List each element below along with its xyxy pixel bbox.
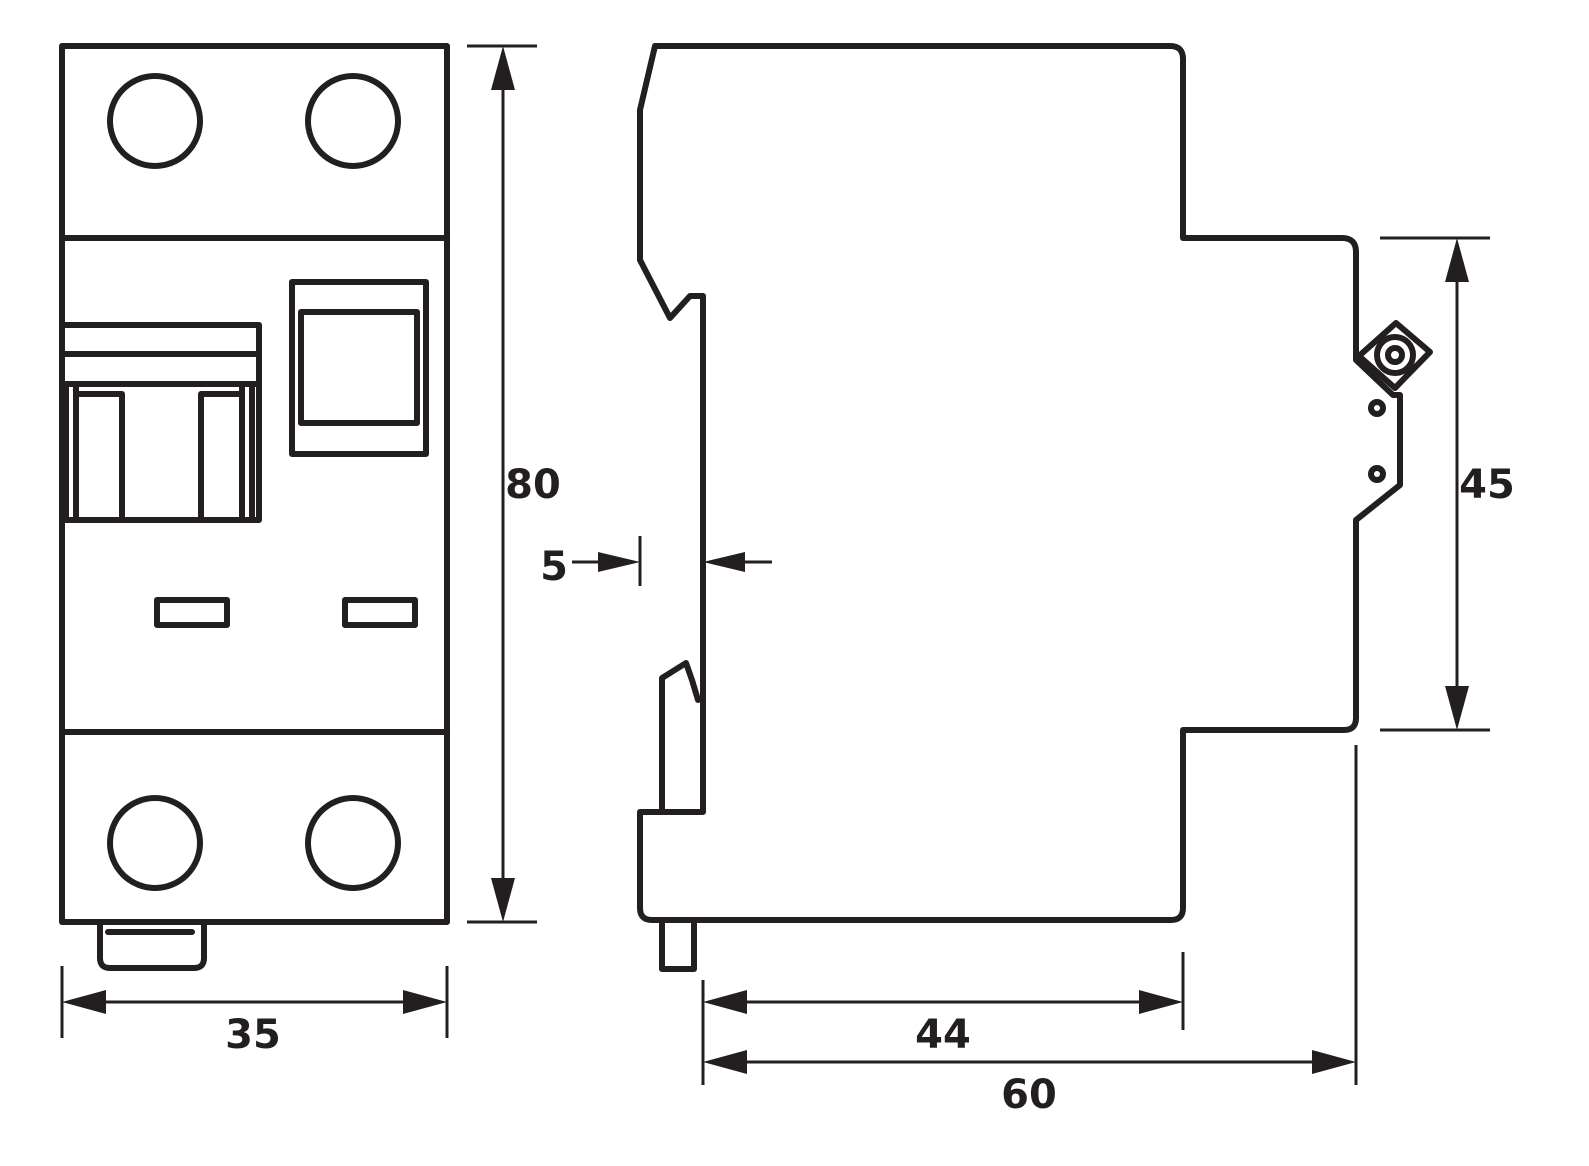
terminal-top-right: [305, 73, 401, 169]
terminal-bottom-right: [305, 795, 401, 891]
dimension-front-width: [60, 966, 449, 1038]
dimension-label-rail-gap: 5: [540, 544, 568, 590]
dimension-side-depth-total: [703, 745, 1358, 1085]
dimension-label-side-depth-mid: 44: [915, 1012, 971, 1058]
terminal-bottom-left: [107, 795, 203, 891]
terminal-top-left: [107, 73, 203, 169]
dimension-label-rail-height: 45: [1459, 462, 1515, 508]
dimension-side-depth-mid: [701, 952, 1185, 1085]
dimension-rail-gap: [572, 536, 772, 586]
din-rail-hook-lower: [659, 660, 701, 815]
din-clip-peg: [659, 917, 697, 972]
indicator-slot-right: [342, 597, 418, 628]
test-button: [289, 279, 429, 457]
side-view: 5 45 44 60: [540, 43, 1515, 1118]
dimension-label-front-height: 80: [505, 462, 561, 508]
front-view: 80 35: [59, 43, 561, 1058]
din-clip-tab: [97, 919, 207, 971]
dimension-front-height: [467, 44, 537, 924]
front-body-outline: [59, 43, 450, 925]
dimension-label-side-depth-total: 60: [1001, 1072, 1057, 1118]
dimension-rail-height: [1380, 236, 1490, 732]
dimension-label-front-width: 35: [225, 1012, 281, 1058]
side-body-outline: [637, 43, 1403, 923]
indicator-slot-left: [154, 597, 230, 628]
toggle-lever: [59, 322, 262, 523]
mounting-screw: [1356, 320, 1433, 483]
